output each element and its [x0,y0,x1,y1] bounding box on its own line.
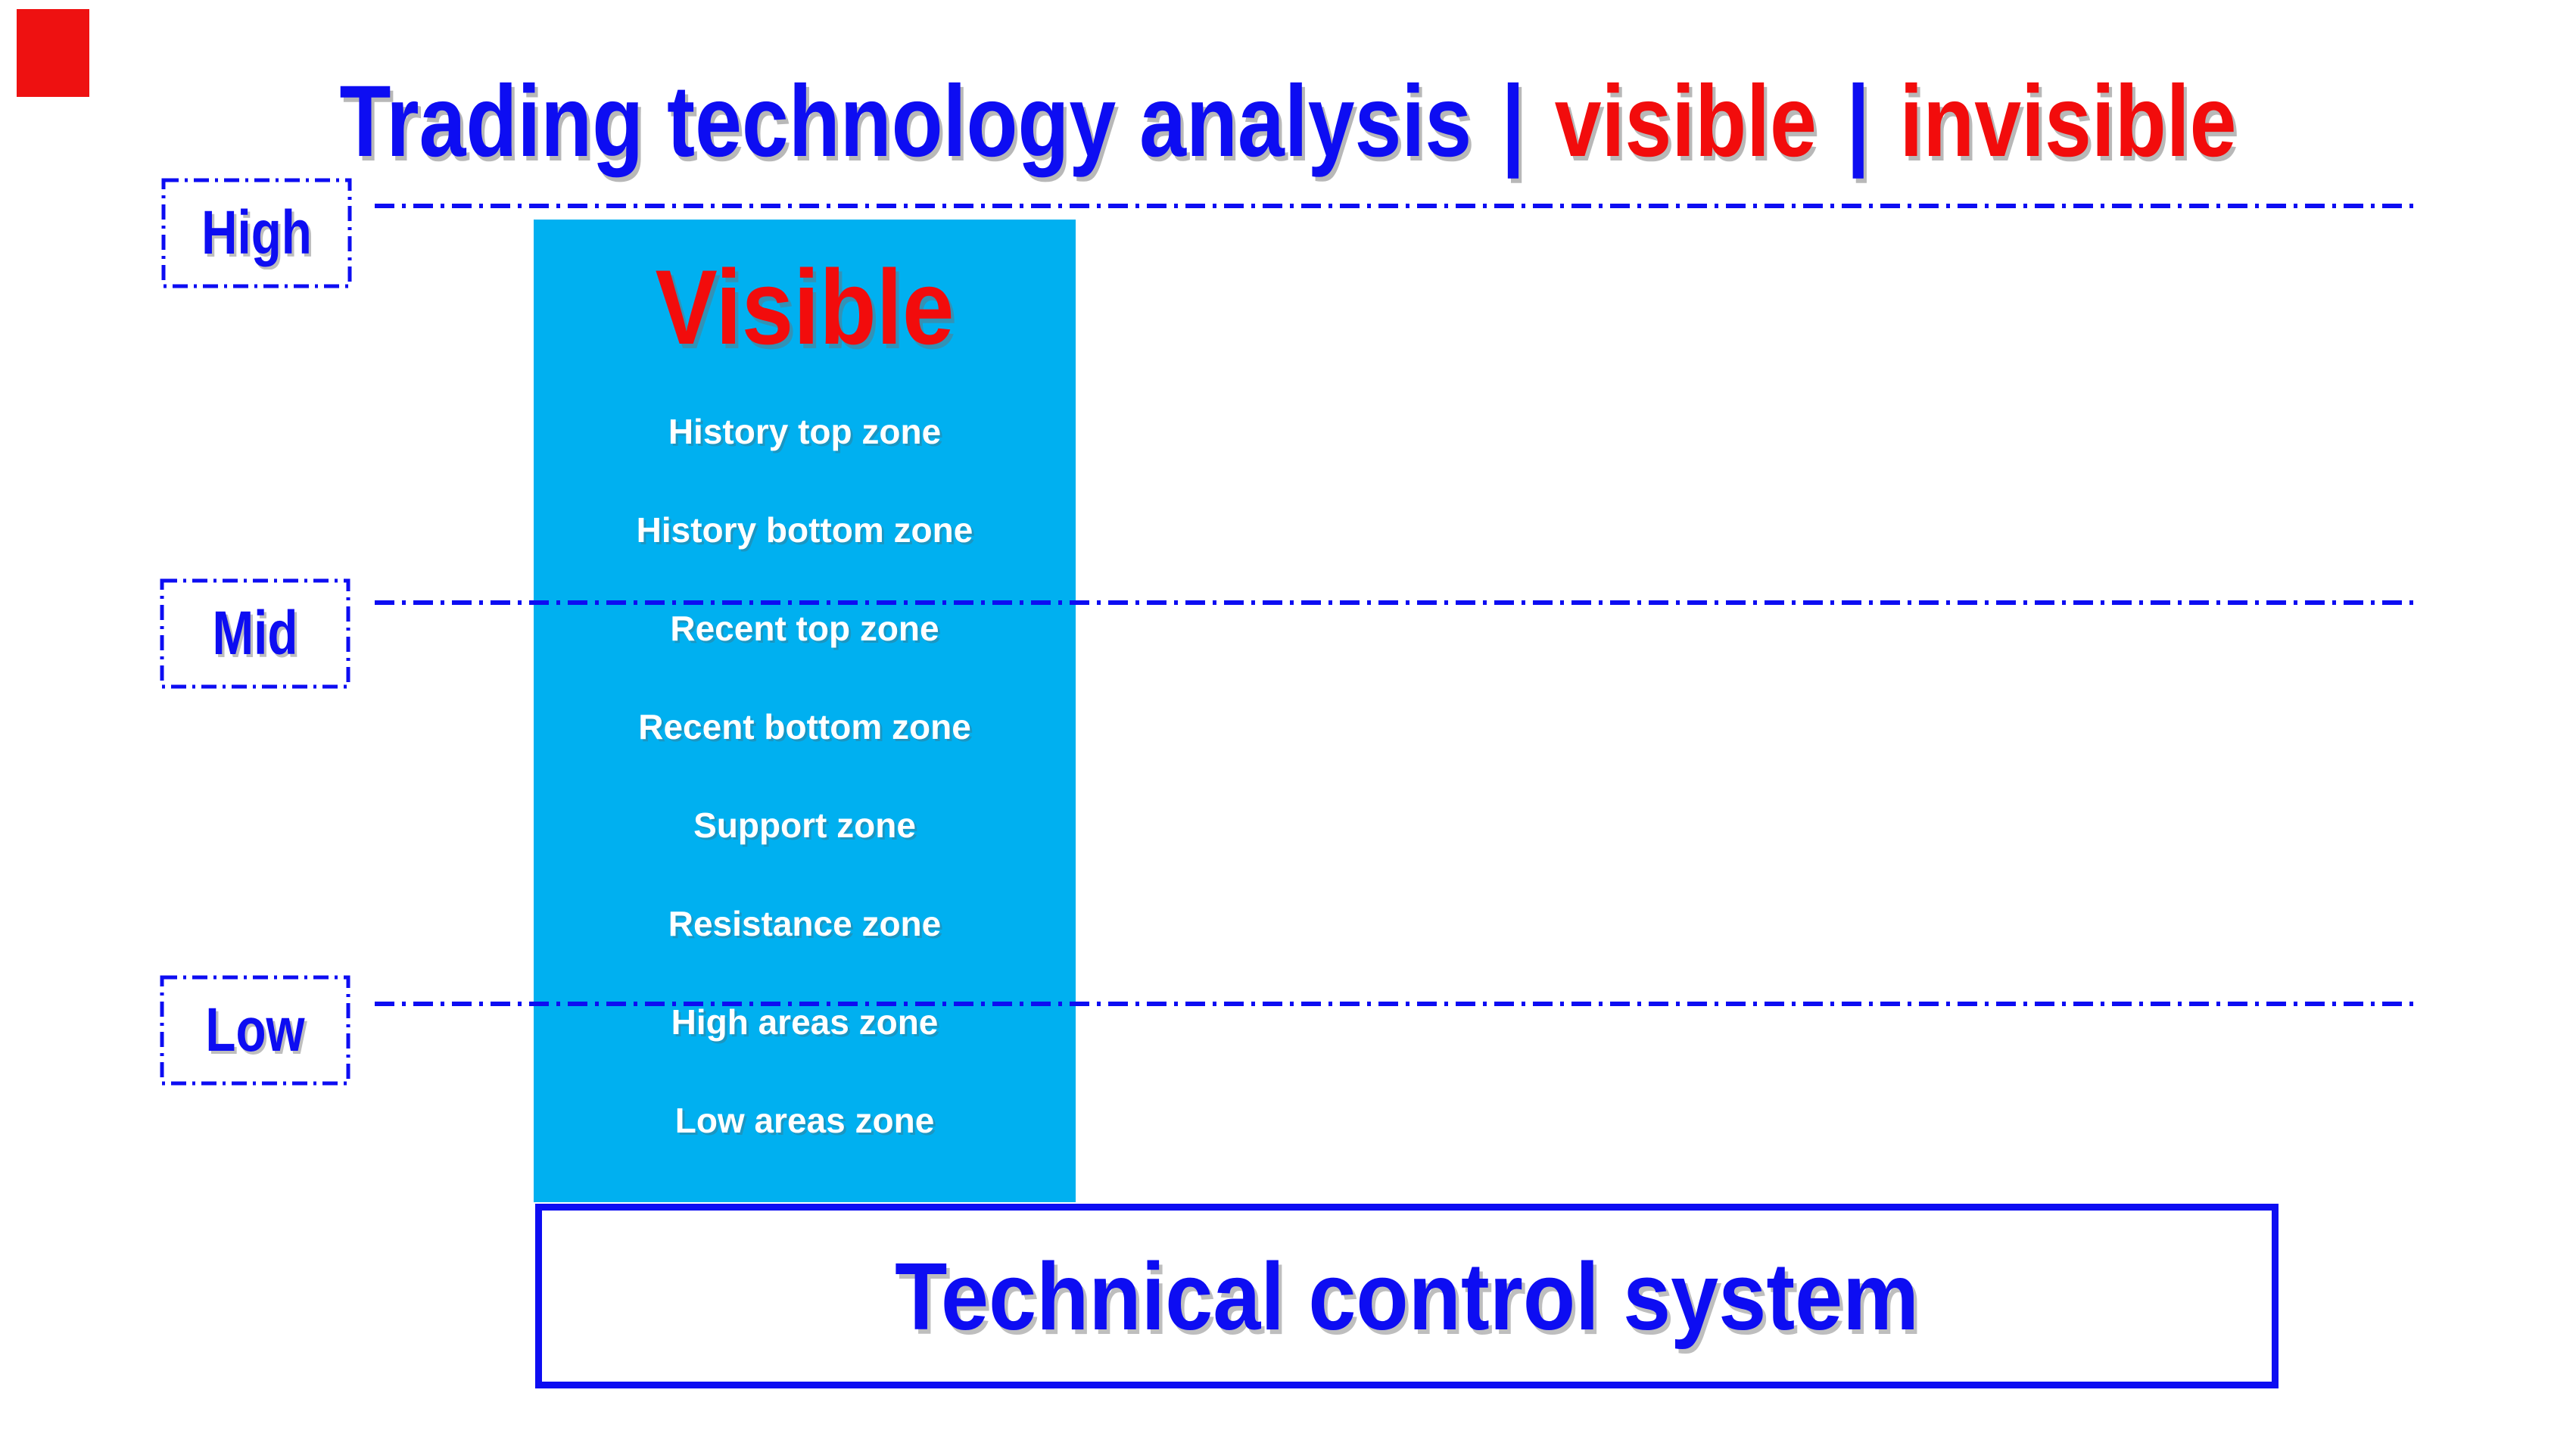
zone-item: Resistance zone [668,904,942,943]
zone-item: High areas zone [671,1002,939,1042]
slide-title: Trading technology analysis | visible | … [219,64,2356,180]
level-label-low: Low [205,996,305,1064]
technical-control-box: Technical control system [535,1204,2279,1388]
title-pipe-2: | [1846,65,1870,178]
level-label-high: High [201,198,312,267]
level-box-low: Low [160,975,350,1086]
red-corner-square [17,9,89,97]
level-label-mid: Mid [212,599,298,668]
zone-item: Recent top zone [670,609,939,648]
zone-item: Low areas zone [674,1101,935,1140]
dash-dot-border [160,975,350,1086]
dash-dot-border [161,178,352,288]
visible-panel-heading: Visible [655,248,955,366]
zone-item: History top zone [668,412,942,451]
title-invisible-text: invisible [1899,65,2237,178]
title-visible-text: visible [1554,65,1817,178]
technical-control-label: Technical control system [895,1242,1919,1350]
level-box-mid: Mid [160,578,350,689]
title-main-text: Trading technology analysis [339,65,1472,178]
level-box-high: High [161,178,352,288]
zone-item: History bottom zone [636,510,973,550]
title-pipe-1: | [1501,65,1525,178]
zone-item: Recent bottom zone [638,707,971,746]
zone-item: Support zone [693,806,916,845]
dash-dot-border [160,578,350,689]
visible-panel: Visible History top zone History bottom … [534,220,1076,1202]
